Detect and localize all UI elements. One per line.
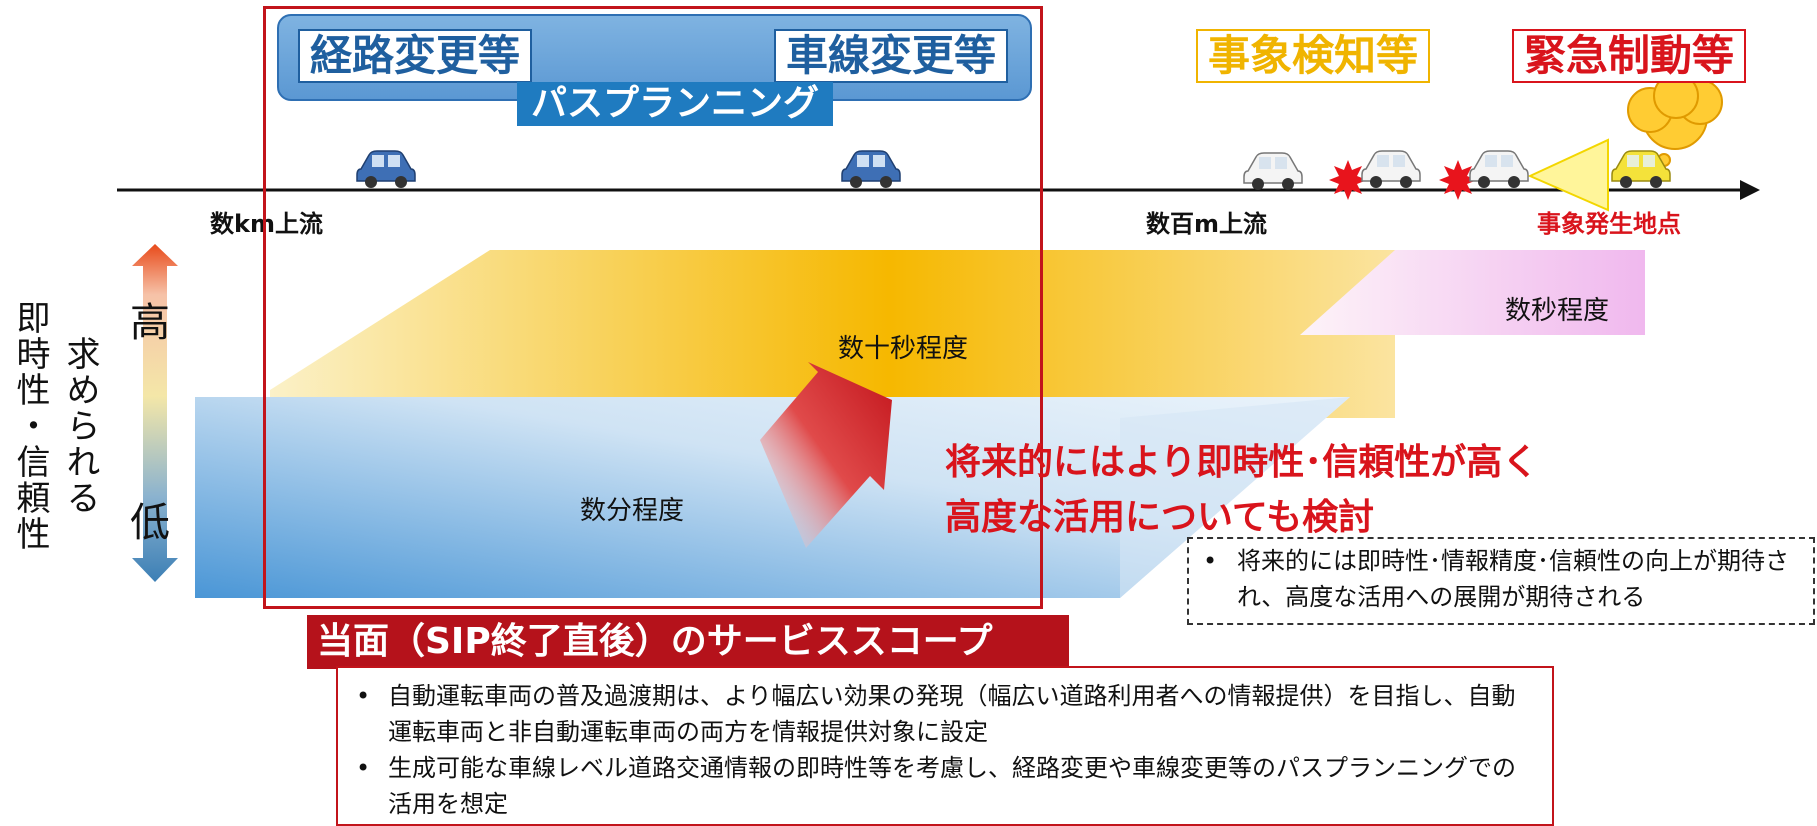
minutes-label: 数分程度 (580, 496, 685, 526)
future-note-text: 将来的には即時性･情報精度･信頼性の向上が期待され、高度な活用への展開が期待され… (1237, 547, 1789, 611)
tens-of-seconds-label: 数十秒程度 (838, 334, 969, 364)
event-point-label: 事象発生地点 (1537, 210, 1681, 238)
emergency-braking-label: 緊急制動等 (1512, 29, 1747, 83)
route-change-label: 経路変更等 (298, 29, 533, 83)
realtime-reliability-label: 即時性・信頼性 (10, 300, 50, 552)
upstream-km-label: 数km上流 (210, 210, 323, 238)
headlight-beam-icon (1527, 138, 1609, 212)
scope-title: 当面（SIP終了直後）のサービススコープ (307, 615, 1069, 669)
future-statement-line2: 高度な活用についても検討 (945, 497, 1375, 538)
bullet: • (1203, 547, 1218, 575)
car-icon (1611, 150, 1671, 188)
current-scope-frame (263, 6, 1043, 609)
car-icon (356, 150, 416, 188)
future-note-box: • 将来的には即時性･情報精度･信頼性の向上が期待され、高度な活用への展開が期待… (1187, 537, 1815, 625)
path-planning-label: パスプランニング (517, 82, 834, 126)
required-label: 求められる (60, 336, 100, 516)
seconds-label: 数秒程度 (1505, 296, 1610, 326)
up-down-level-arrow-icon (132, 244, 178, 582)
level-low-label: 低 (130, 500, 170, 546)
pink-band (1300, 250, 1645, 335)
list-item: • 生成可能な車線レベル道路交通情報の即時性等を考慮し、経路変更や車線変更等のパ… (338, 750, 1548, 822)
car-icon (1469, 150, 1529, 188)
collision-burst-icon (1439, 160, 1477, 200)
upstream-m-label: 数百m上流 (1146, 210, 1268, 238)
bullet: • (356, 682, 371, 710)
blue-band (195, 397, 1350, 598)
scope-item-text: 自動運転車両の普及過渡期は、より幅広い効果の発現（幅広い道路利用者への情報提供）… (388, 682, 1516, 746)
bullet: • (356, 754, 371, 782)
list-item: • 自動運転車両の普及過渡期は、より幅広い効果の発現（幅広い道路利用者への情報提… (338, 678, 1548, 750)
lane-change-label: 車線変更等 (774, 29, 1009, 83)
car-icon (1361, 150, 1421, 188)
trend-arrow-icon (760, 362, 892, 548)
car-icon (1243, 152, 1303, 190)
future-statement-line1: 将来的にはより即時性･信頼性が高く (945, 442, 1539, 483)
blue-band-shade (1120, 397, 1350, 598)
yellow-band (270, 250, 1395, 418)
thought-cloud-icon (1627, 73, 1723, 180)
scope-item-text: 生成可能な車線レベル道路交通情報の即時性等を考慮し、経路変更や車線変更等のパスプ… (388, 754, 1516, 818)
event-detection-label: 事象検知等 (1196, 29, 1431, 83)
level-high-label: 高 (130, 300, 170, 346)
road-axis-arrowhead (1740, 180, 1760, 200)
car-icon (841, 150, 901, 188)
collision-burst-icon (1329, 160, 1367, 200)
scope-description-box: • 自動運転車両の普及過渡期は、より幅広い効果の発現（幅広い道路利用者への情報提… (336, 666, 1554, 826)
